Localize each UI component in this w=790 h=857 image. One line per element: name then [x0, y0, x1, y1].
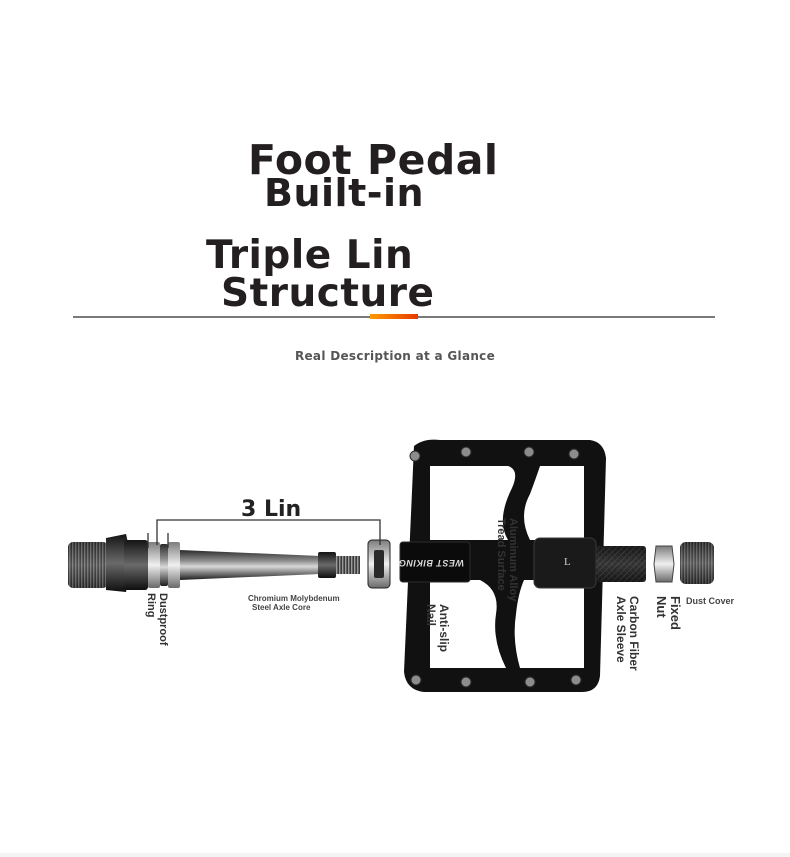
label-tread-surface-l2: Tread Surface	[495, 518, 508, 591]
label-axle-core: Chromium Molybdenum Steel Axle Core	[248, 594, 340, 612]
label-dustproof-ring-l1: Dustproof	[157, 593, 169, 646]
label-axle-sleeve: Carbon Fiber Axle Sleeve	[614, 596, 641, 671]
axle-sleeve	[596, 546, 646, 582]
subtitle: Real Description at a Glance	[294, 349, 496, 363]
dustproof-ring	[148, 542, 180, 588]
label-anti-slip-nail-l1: Anti-slip	[437, 604, 451, 652]
title-line-4: Structure	[221, 271, 435, 316]
label-tread-surface: Aluminum Alloy Tread Surface	[495, 518, 519, 602]
title-line-2: Built-in	[264, 171, 425, 215]
label-dustproof-ring: Dustproof Ring	[145, 593, 169, 646]
axle-core	[180, 550, 360, 580]
title-line-1: Foot Pedal	[248, 136, 499, 184]
dimension-label: 3 Lin	[241, 497, 302, 522]
spindle-thread	[68, 542, 108, 588]
dimension-bracket	[147, 519, 381, 548]
dust-cover	[680, 542, 714, 584]
label-axle-sleeve-l1: Carbon Fiber	[627, 596, 641, 671]
label-axle-core-l2: Steel Axle Core	[252, 603, 311, 613]
outer-bearing	[367, 539, 391, 589]
label-fixed-nut-l2: Nut	[654, 596, 670, 618]
anti-slip-nails	[409, 446, 582, 688]
label-fixed-nut: Fixed Nut	[654, 596, 683, 630]
label-tread-surface-l1: Aluminum Alloy	[507, 518, 519, 602]
divider-accent	[370, 314, 418, 319]
label-anti-slip-nail-l2: Nail	[424, 604, 439, 627]
label-dustproof-ring-l2: Ring	[145, 593, 158, 618]
label-axle-sleeve-l2: Axle Sleeve	[614, 596, 629, 663]
label-anti-slip-nail: Anti-slip Nail	[424, 604, 451, 652]
pedal-side-mark: L	[564, 556, 571, 568]
bottom-strip	[0, 853, 790, 857]
label-axle-core-l1: Chromium Molybdenum	[248, 594, 340, 603]
label-dust-cover: Dust Cover	[686, 596, 735, 606]
fixed-nut	[653, 545, 675, 583]
pedal-body	[399, 439, 606, 692]
label-fixed-nut-l1: Fixed	[668, 596, 683, 630]
spindle-hex	[106, 534, 148, 592]
title-line-3: Triple Lin	[206, 233, 414, 278]
pedal-brand-mark: WEST BIKING	[398, 558, 465, 568]
